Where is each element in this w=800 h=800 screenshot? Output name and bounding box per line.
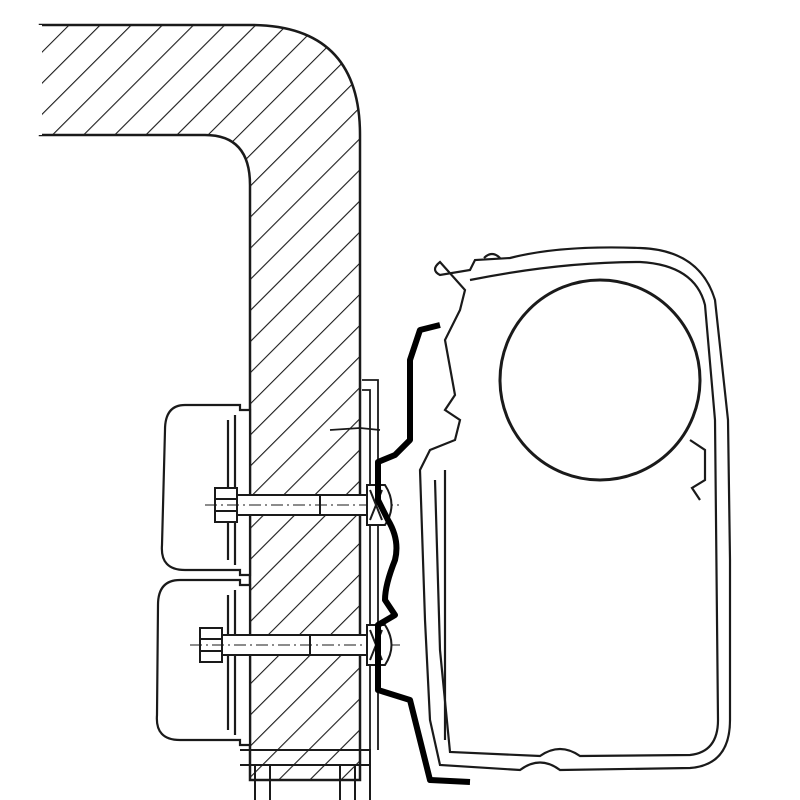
bolt-upper — [205, 484, 400, 526]
bolt-lower — [190, 624, 400, 666]
awning-housing — [418, 246, 732, 772]
wall-section — [38, 23, 362, 782]
adapter-profile — [375, 322, 471, 785]
